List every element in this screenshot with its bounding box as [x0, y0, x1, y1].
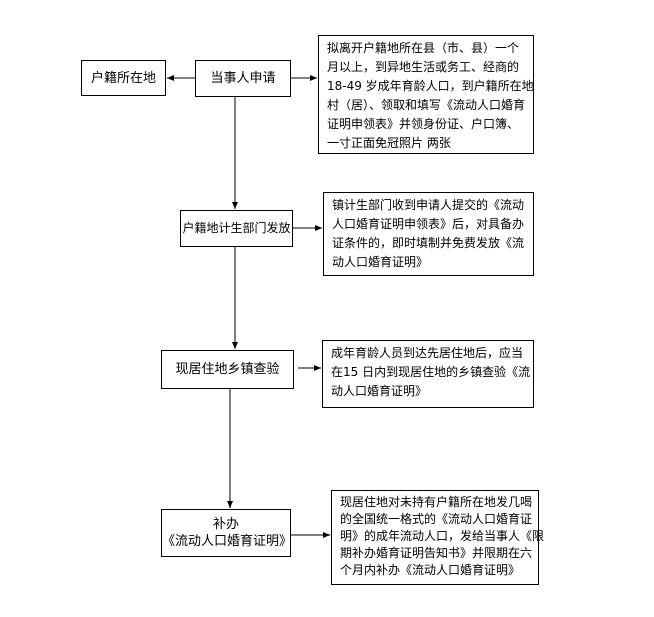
- node-hukou-location: 户籍所在地: [81, 60, 166, 96]
- node-hukou-issue: 户籍地计生部门发放: [180, 210, 293, 247]
- node-label: 现居住地乡镇查验: [175, 362, 280, 377]
- note-line: 期补办婚育证明告知书》并限期在六: [340, 546, 533, 560]
- node-residence-check: 现居住地乡镇查验: [161, 350, 294, 389]
- node-applicant-apply: 当事人申请: [195, 60, 291, 97]
- note-line: 证条件的，即时填制并免费发放《流: [332, 236, 525, 250]
- note-line: 个月内补办《流动人口婚育证明》: [340, 563, 521, 577]
- note-line: 明》的成年流动人口，发给当事人《限: [340, 529, 545, 543]
- note-reissue-rule: 现居住地对未持有户籍所在地发几喝 的全国统一格式的《流动人口婚育证 明》的成年流…: [331, 490, 545, 585]
- node-label: 户籍所在地: [90, 70, 156, 86]
- note-line: 动人口婚育证明》: [331, 384, 428, 398]
- note-line: 动人口婚育证明》: [332, 255, 429, 269]
- note-line: 现居住地对未持有户籍所在地发几喝: [340, 495, 533, 509]
- note-line: 成年育龄人员到达先居住地后，应当: [331, 346, 524, 360]
- note-issue-process: 镇计生部门收到申请人提交的《流动 人口婚育证明申领表》后，对具备办 证条件的，即…: [323, 192, 534, 276]
- note-check-requirement: 成年育龄人员到达先居住地后，应当 在15 日内到现居住地的乡镇查验《流 动人口婚…: [322, 340, 534, 408]
- node-label: 当事人申请: [210, 71, 276, 86]
- note-line: 18-49 岁成年育龄人口，到户籍所在地: [327, 79, 534, 93]
- note-line: 一寸正面免冠照片 两张: [327, 136, 451, 150]
- node-reissue: 补办 《流动人口婚育证明》: [161, 509, 293, 557]
- note-line: 镇计生部门收到申请人提交的《流动: [332, 198, 525, 212]
- note-line: 月以上，到异地生活或务工、经商的: [327, 60, 520, 74]
- note-line: 的全国统一格式的《流动人口婚育证: [340, 512, 533, 526]
- note-line: 证明申领表》并领身份证、户口簿、: [327, 117, 520, 131]
- note-line: 村（居）、领取和填写《流动人口婚育: [327, 98, 526, 112]
- node-label-line2: 《流动人口婚育证明》: [162, 534, 293, 549]
- note-apply-requirements: 拟离开户籍地所在县（市、县）一个 月以上，到异地生活或务工、经商的 18-49 …: [318, 35, 534, 154]
- note-line: 拟离开户籍地所在县（市、县）一个: [327, 41, 520, 55]
- note-line: 人口婚育证明申领表》后，对具备办: [332, 217, 525, 231]
- node-label: 户籍地计生部门发放: [182, 221, 291, 235]
- note-line: 在15 日内到现居住地的乡镇查验《流: [331, 365, 531, 379]
- node-label-line1: 补办: [212, 517, 239, 532]
